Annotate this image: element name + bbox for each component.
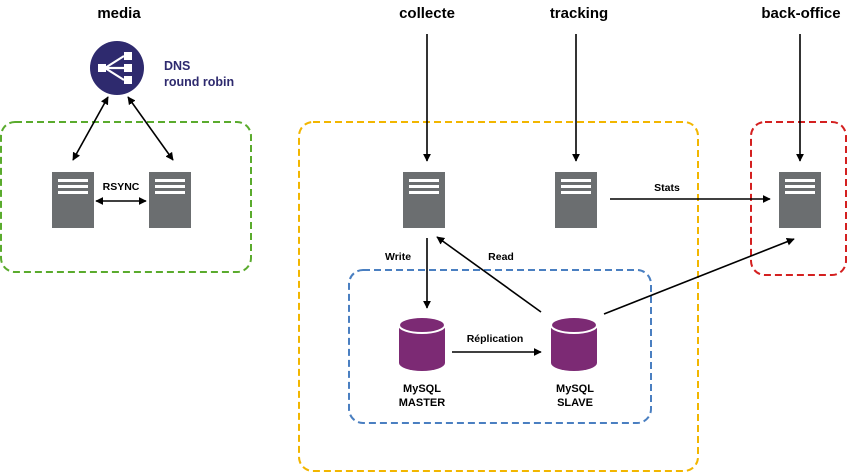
- rsync-label: RSYNC: [103, 181, 140, 193]
- mysql-master-icon: [398, 316, 446, 372]
- read-arrow: [436, 236, 542, 313]
- dns-to-media-server-1-arrow: [72, 96, 109, 161]
- back-office-title: back-office: [761, 5, 840, 22]
- mysql-master-label: MySQL: [403, 383, 441, 395]
- collecte-server: [403, 172, 445, 228]
- media-server-1: [52, 172, 94, 228]
- replication-label: Réplication: [467, 333, 524, 345]
- dns-sublabel: round robin: [164, 75, 234, 89]
- back-office-server: [779, 172, 821, 228]
- collecte-title: collecte: [399, 5, 455, 22]
- dns-to-media-server-2-arrow: [127, 96, 174, 161]
- mysql-master-sublabel: MASTER: [399, 397, 446, 409]
- media-title: media: [97, 5, 141, 22]
- mysql-slave-label: MySQL: [556, 383, 594, 395]
- read-label: Read: [488, 251, 514, 263]
- media-group-box: [0, 121, 252, 273]
- db-group-box: [348, 269, 652, 424]
- app-group-box: [298, 121, 699, 472]
- tracking-title: tracking: [550, 5, 608, 22]
- dns-label: DNS: [164, 59, 190, 73]
- dns-load-balancer-icon: [90, 41, 144, 95]
- mysql-slave-icon: [550, 316, 598, 372]
- media-server-2: [149, 172, 191, 228]
- tracking-server: [555, 172, 597, 228]
- write-label: Write: [385, 251, 411, 263]
- mysql-slave-sublabel: SLAVE: [557, 397, 593, 409]
- slave-to-back-office-arrow: [603, 237, 795, 315]
- stats-label: Stats: [654, 182, 680, 194]
